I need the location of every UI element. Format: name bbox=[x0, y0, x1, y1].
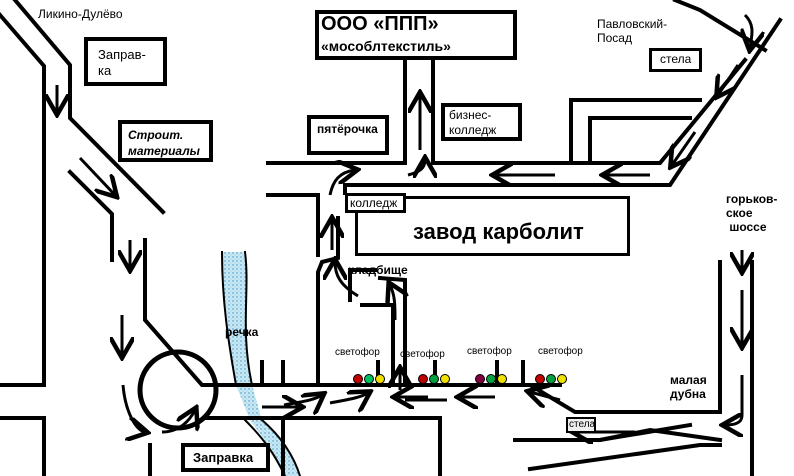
traffic-light-2: светофор bbox=[400, 348, 450, 384]
yellow-lamp-icon bbox=[440, 374, 450, 384]
gas-station-top: Заправ- ка bbox=[84, 37, 167, 86]
company-building: ООО «ППП» «мособлтекстиль» bbox=[315, 10, 517, 60]
green-lamp-icon bbox=[546, 374, 556, 384]
label-cemetery: кладбище bbox=[348, 263, 408, 277]
traffic-light-3: светофор bbox=[467, 345, 512, 384]
red-lamp-icon bbox=[475, 374, 485, 384]
red-lamp-icon bbox=[353, 374, 363, 384]
traffic-light-label: светофор bbox=[538, 346, 583, 357]
traffic-light-1: светофор bbox=[335, 346, 385, 384]
company-subtitle: «мособлтекстиль» bbox=[321, 38, 451, 54]
traffic-light-lamps bbox=[418, 374, 450, 384]
college: колледж bbox=[345, 193, 406, 213]
gas-station-bottom: Заправка bbox=[181, 443, 270, 472]
traffic-light-label: светофор bbox=[335, 347, 380, 358]
green-lamp-icon bbox=[486, 374, 496, 384]
company-name: ООО «ППП» bbox=[321, 13, 439, 35]
traffic-light-lamps bbox=[353, 374, 385, 384]
label-river: речка bbox=[225, 325, 259, 339]
label-pavlovsky-posad: Павловский- Посад bbox=[597, 17, 668, 45]
business-college: бизнес- колледж bbox=[441, 103, 522, 141]
river bbox=[222, 252, 300, 476]
traffic-light-lamps bbox=[535, 374, 583, 384]
traffic-light-lamps bbox=[475, 374, 512, 384]
red-lamp-icon bbox=[535, 374, 545, 384]
label-likino-dulevo: Ликино-Дулёво bbox=[38, 7, 123, 21]
stela-top: стела bbox=[649, 48, 702, 72]
red-lamp-icon bbox=[418, 374, 428, 384]
traffic-light-label: светофор bbox=[467, 346, 512, 357]
yellow-lamp-icon bbox=[375, 374, 385, 384]
building-materials: Строит. материалы bbox=[118, 120, 213, 162]
stela-bottom: стела bbox=[566, 417, 596, 433]
green-lamp-icon bbox=[364, 374, 374, 384]
traffic-light-4: светофор bbox=[535, 345, 583, 384]
yellow-lamp-icon bbox=[557, 374, 567, 384]
pyaterochka-store: пятёрочка bbox=[307, 115, 389, 155]
traffic-light-label: светофор bbox=[400, 349, 445, 360]
label-malaya-dubna: малая дубна bbox=[670, 373, 707, 401]
green-lamp-icon bbox=[429, 374, 439, 384]
label-gorkovskoe-shosse: горьков- ское шоссе bbox=[726, 192, 778, 234]
roundabout bbox=[137, 349, 219, 431]
yellow-lamp-icon bbox=[497, 374, 507, 384]
